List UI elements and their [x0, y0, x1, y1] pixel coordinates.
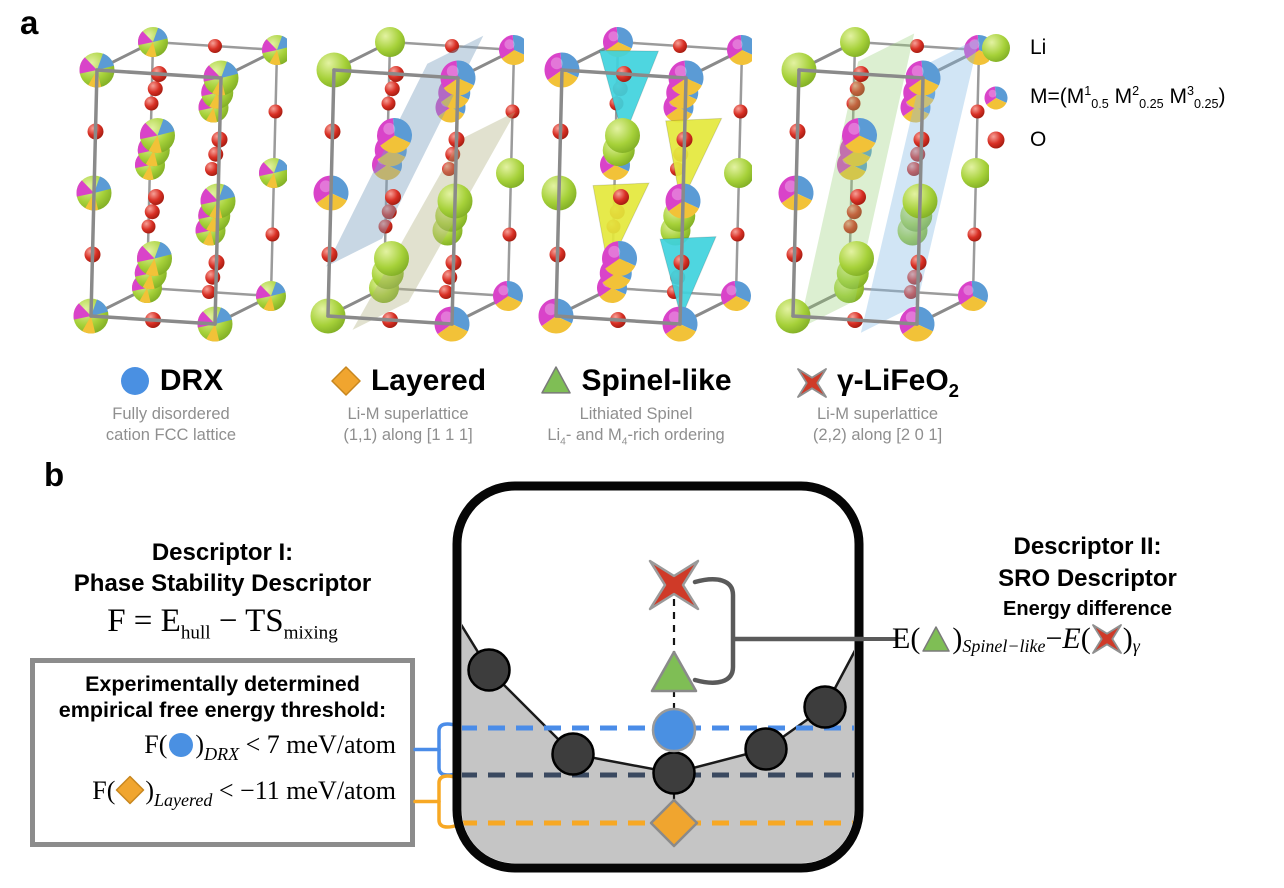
- threshold-box: Experimentally determined empirical free…: [30, 658, 415, 847]
- layered-diamond-icon: [115, 775, 145, 812]
- crystal-structure-gamma: [757, 16, 994, 357]
- threshold-box-header: Experimentally determined empirical free…: [58, 672, 387, 722]
- m-sphere-icon: [978, 80, 1014, 116]
- layered-diamond-icon: [330, 365, 362, 397]
- sro-energy-formula: E()Spinel−like − E()γ: [892, 622, 1140, 656]
- legend-label-o: O: [1030, 128, 1047, 151]
- crystal-structure-drx: [55, 16, 292, 357]
- panel-a-label: a: [20, 4, 39, 41]
- legend-item-o: O: [978, 122, 1046, 158]
- descriptor2-subtitle: Energy difference: [1003, 598, 1172, 620]
- spinel-triangle-icon: [920, 624, 952, 654]
- li-sphere-icon: [978, 30, 1014, 66]
- legend-label-li: Li: [1030, 36, 1047, 59]
- threshold-brackets: [406, 713, 464, 840]
- drx-threshold-formula: F()DRX < 7 meV/atom: [144, 730, 396, 766]
- caption-gamma: Li-M superlattice(2,2) along [2 0 1]: [812, 405, 943, 444]
- structure-label-gamma: γ-LiFeO2: [755, 364, 1000, 402]
- legend-item-li: Li: [978, 30, 1046, 66]
- o-sphere-icon: [978, 122, 1014, 158]
- layered-threshold-formula: F()Layered < −11 meV/atom: [92, 775, 396, 812]
- structure-label-spinel: Spinel-like: [520, 364, 752, 398]
- legend-label-m: M=(M10.5 M20.25 M30.25): [1030, 84, 1226, 112]
- structure-title-drx: DRX: [159, 364, 224, 397]
- spinel-triangle-icon: [540, 365, 572, 397]
- sro-connector-line: [859, 637, 896, 641]
- descriptor1-title: Descriptor I: Phase Stability Descriptor: [73, 539, 372, 597]
- structure-title-layered: Layered: [370, 364, 487, 397]
- caption-layered: Li-M superlattice(1,1) along [1 1 1]: [343, 405, 473, 444]
- crystal-structure-spinel: [520, 16, 757, 357]
- drx-circle-icon: [167, 731, 195, 766]
- descriptor2-title: Descriptor II: SRO Descriptor: [998, 533, 1177, 592]
- structure-label-drx: DRX: [55, 364, 287, 398]
- phase-stability-formula: F = Ehull − TSmixing: [107, 603, 338, 644]
- structure-title-spinel: Spinel-like: [581, 364, 732, 397]
- legend-item-m: M=(M10.5 M20.25 M30.25): [978, 80, 1226, 116]
- gamma-cross-icon: [796, 367, 828, 399]
- structure-label-layered: Layered: [292, 364, 524, 398]
- structure-title-gamma: γ-LiFeO2: [836, 364, 960, 401]
- drx-circle-icon: [119, 365, 151, 397]
- crystal-structure-layered: [292, 16, 529, 357]
- gamma-cross-icon: [1091, 623, 1123, 655]
- panel-b-label: b: [44, 456, 65, 493]
- convex-hull-diagram: [452, 481, 864, 878]
